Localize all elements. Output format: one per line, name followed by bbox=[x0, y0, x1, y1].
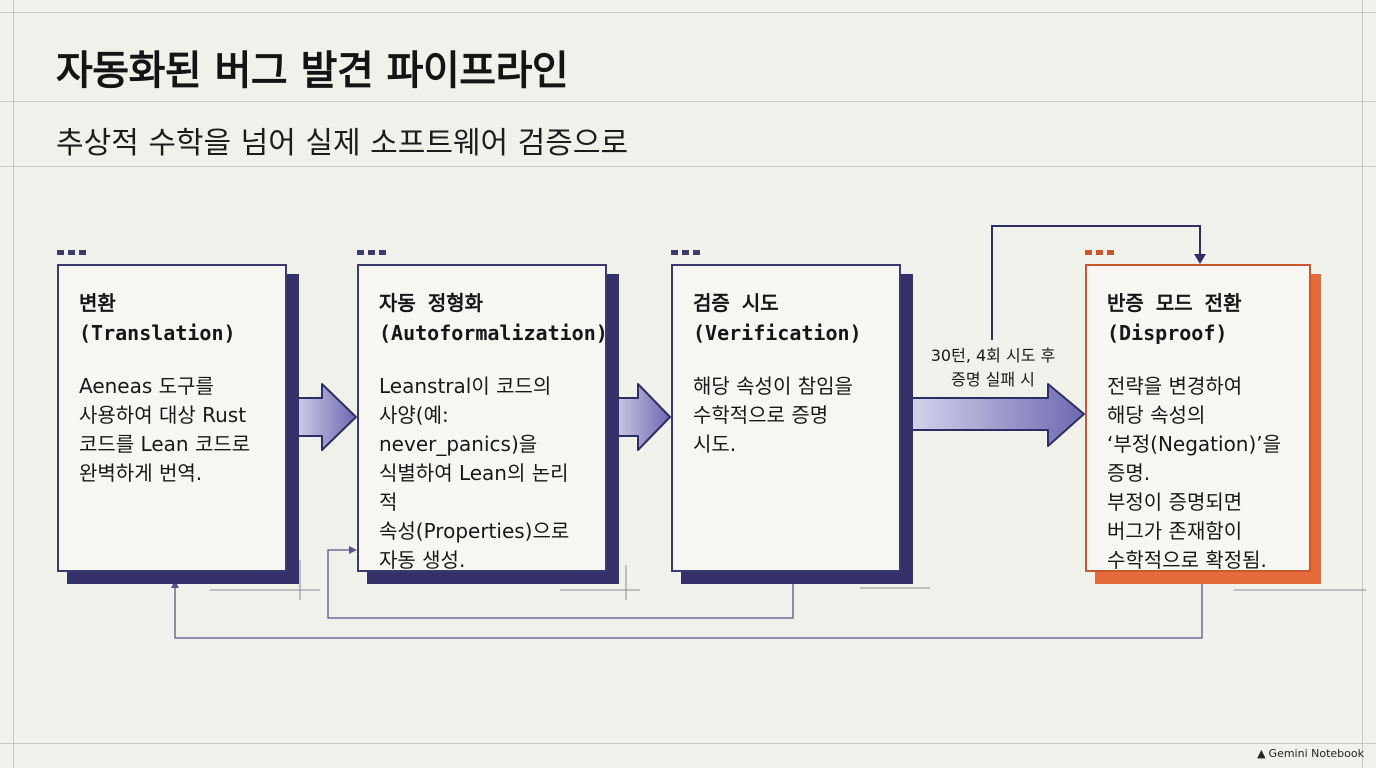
card-dots-decoration bbox=[671, 250, 700, 255]
brand-footer: ▲ Gemini Notebook bbox=[1257, 747, 1364, 760]
feedback-loop-line bbox=[174, 575, 1203, 639]
step-card-verification: 검증 시도 (Verification) 해당 속성이 참임을 수학적으로 증명… bbox=[671, 250, 913, 584]
disproof-top-line bbox=[991, 225, 1201, 340]
card-dots-decoration bbox=[1085, 250, 1114, 255]
gemini-icon: ▲ bbox=[1257, 747, 1266, 760]
failure-condition-label: 30턴, 4회 시도 후 증명 실패 시 bbox=[930, 346, 1056, 389]
subtitle-divider-line bbox=[0, 166, 1376, 167]
step-title: 변환 (Translation) bbox=[79, 291, 236, 345]
step-title: 반증 모드 전환 (Disproof) bbox=[1107, 291, 1242, 345]
arrow-translation-to-autoformalization bbox=[289, 383, 357, 451]
arrow-verification-to-disproof bbox=[903, 383, 1085, 447]
frame-right-line bbox=[1362, 0, 1363, 768]
page-subtitle: 추상적 수학을 넘어 실제 소프트웨어 검증으로 bbox=[56, 126, 629, 161]
feedback-loop-arrowhead bbox=[171, 580, 179, 588]
step-card-disproof: 반증 모드 전환 (Disproof) 전략을 변경하여 해당 속성의 ‘부정(… bbox=[1085, 250, 1321, 584]
step-card-translation: 변환 (Translation) Aeneas 도구를 사용하여 대상 Rust… bbox=[57, 250, 299, 584]
step-description: 전략을 변경하여 해당 속성의 ‘부정(Negation)’을 증명. 부정이 … bbox=[1107, 374, 1282, 572]
disproof-top-arrowhead bbox=[1194, 254, 1206, 264]
frame-top-line bbox=[0, 12, 1376, 13]
brand-label: Gemini Notebook bbox=[1268, 747, 1364, 760]
card-dots-decoration bbox=[57, 250, 86, 255]
frame-bottom-line bbox=[0, 743, 1376, 744]
registration-marks bbox=[210, 560, 1366, 600]
step-description: Leanstral이 코드의 사양(예: never_panics)을 식별하여… bbox=[379, 374, 570, 572]
step-card-autoformalization: 자동 정형화 (Autoformalization) Leanstral이 코드… bbox=[357, 250, 619, 584]
retry-loop-arrowhead bbox=[349, 546, 357, 554]
card-dots-decoration bbox=[357, 250, 386, 255]
step-description: 해당 속성이 참임을 수학적으로 증명 시도. bbox=[693, 374, 853, 456]
step-title: 자동 정형화 (Autoformalization) bbox=[379, 291, 608, 345]
frame-left-line bbox=[13, 0, 14, 768]
header-divider-line bbox=[0, 101, 1376, 102]
page-title: 자동화된 버그 발견 파이프라인 bbox=[56, 48, 569, 94]
step-title: 검증 시도 (Verification) bbox=[693, 291, 862, 345]
step-description: Aeneas 도구를 사용하여 대상 Rust 코드를 Lean 코드로 완벽하… bbox=[79, 374, 251, 485]
retry-loop-line bbox=[327, 549, 794, 619]
